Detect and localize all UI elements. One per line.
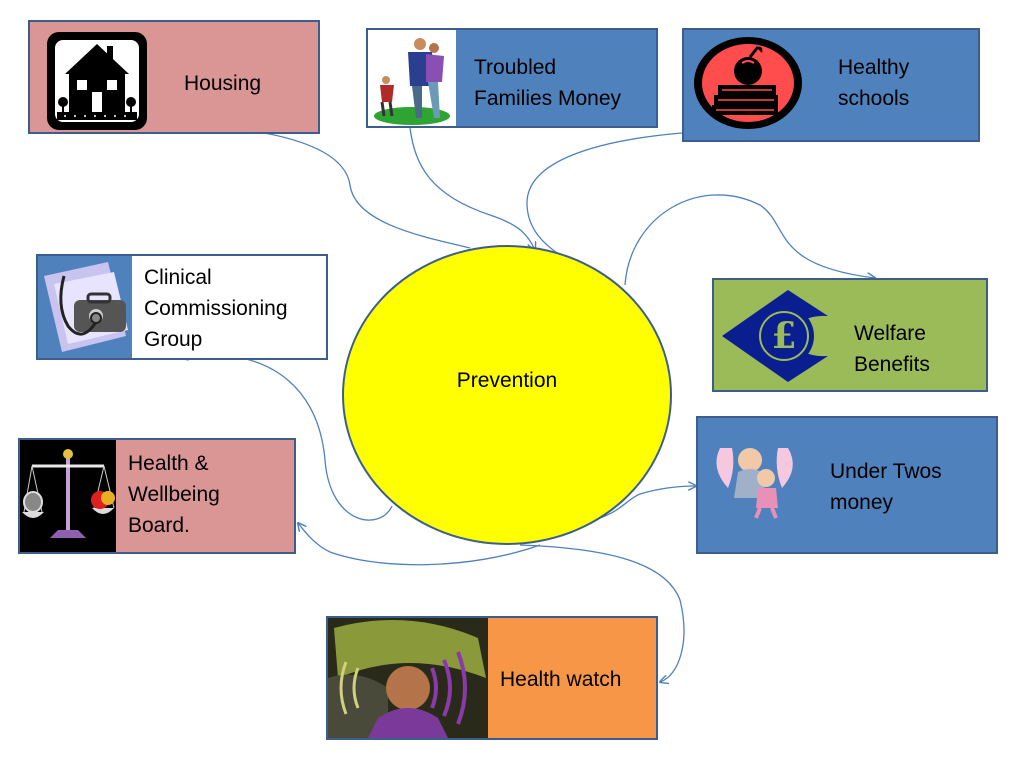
healthy-schools-label: Healthy schools (838, 56, 910, 110)
under-twos-box: Under Twos money (696, 416, 998, 554)
svg-text:£: £ (771, 315, 796, 357)
healthwatch-box: Health watch (326, 616, 658, 740)
troubled-families-label: Troubled Families Money (474, 56, 622, 110)
connector-hwb (298, 523, 541, 566)
welfare-box: £ Welfare Benefits (712, 278, 988, 392)
hwb-label: Health & Wellbeing Board. (128, 452, 220, 537)
parent-child-icon (710, 438, 800, 520)
prevention-circle (342, 245, 672, 545)
connector-under-twos (584, 486, 696, 523)
connector-housing (232, 128, 471, 249)
scales-icon (20, 440, 116, 552)
under-twos-label: Under Twos money (830, 460, 942, 514)
healthy-schools-box: Healthy schools (682, 28, 980, 142)
troubled-families-box: Troubled Families Money (366, 28, 658, 128)
connector-troubled-families (409, 127, 535, 250)
ccg-box: Clinical Commissioning Group (36, 254, 328, 360)
prevention-label: Prevention (456, 369, 558, 392)
family-walking-icon (368, 30, 456, 126)
apple-books-icon (692, 33, 804, 133)
ccg-label: Clinical Commissioning Group (144, 266, 288, 351)
house-icon (45, 30, 149, 132)
hwb-box: Health & Wellbeing Board. (18, 438, 296, 554)
pound-sign-icon: £ (718, 286, 838, 386)
connector-healthwatch (519, 544, 685, 682)
listening-waves-icon (328, 618, 488, 738)
connector-welfare (624, 194, 875, 286)
stethoscope-bag-icon (38, 256, 132, 358)
housing-box: Housing (28, 20, 320, 134)
healthwatch-label: Health watch (500, 668, 622, 691)
housing-label: Housing (184, 72, 262, 95)
connector-healthy-schools (526, 132, 683, 256)
welfare-label: Welfare Benefits (854, 322, 930, 376)
